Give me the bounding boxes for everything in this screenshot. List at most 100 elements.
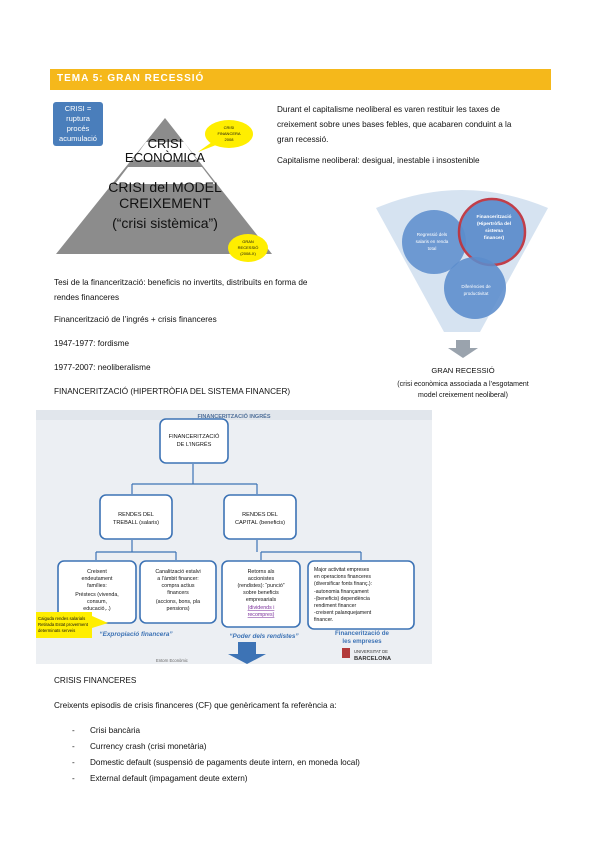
svg-text:Préstecs (vivenda,: Préstecs (vivenda,	[75, 592, 119, 598]
svg-text:determinats serveis: determinats serveis	[38, 628, 75, 633]
svg-text:(dividends i: (dividends i	[248, 605, 275, 611]
intro-paragraph: Durant el capitalisme neoliberal es vare…	[277, 105, 512, 144]
financial-crises-heading: CRISIS FINANCERES	[54, 676, 137, 685]
financial-crisis-bubble	[205, 120, 253, 148]
svg-text:BARCELONA: BARCELONA	[354, 656, 392, 662]
corporate-financialization-label-line2: les empreses	[342, 638, 382, 645]
svg-text:Canalització estalvi: Canalització estalvi	[155, 569, 200, 575]
svg-text:salaris en renda: salaris en renda	[416, 239, 449, 244]
svg-text:-autonomia finançament: -autonomia finançament	[314, 589, 369, 595]
svg-text:CRISI =: CRISI =	[65, 104, 92, 113]
svg-text:recompres): recompres)	[248, 612, 275, 618]
svg-text:financer.: financer.	[314, 617, 333, 623]
svg-text:RENDES DEL: RENDES DEL	[242, 512, 278, 518]
svg-text:productivitat: productivitat	[464, 291, 489, 296]
svg-text:sobre beneficis: sobre beneficis	[243, 590, 279, 596]
section-banner: TEMA 5: GRAN RECESSIÓ	[50, 69, 551, 90]
svg-text:(crisi econòmica associada a l: (crisi econòmica associada a l’esgotamen…	[397, 381, 529, 388]
svg-text:UNIVERSITAT DE: UNIVERSITAT DE	[354, 649, 388, 654]
svg-text:FINANCERA: FINANCERA	[217, 131, 240, 136]
svg-text:acumulació: acumulació	[59, 134, 97, 143]
financial-crises-intro: Creixents episodis de crisis financeres …	[54, 701, 337, 710]
arrow-down-icon	[456, 340, 470, 348]
pyramid-middle-line2: CREIXEMENT	[119, 195, 211, 211]
svg-text:financers: financers	[167, 590, 189, 596]
root-node	[159, 418, 229, 464]
svg-text:Major activitat empreses: Major activitat empreses	[314, 567, 370, 573]
crisis-note-box	[53, 102, 103, 146]
svg-text:en operacions financeres: en operacions financeres	[314, 574, 371, 580]
rentiers-power-label: “Poder dels rendistes”	[229, 633, 299, 640]
svg-text:TREBALL (salaris): TREBALL (salaris)	[113, 520, 159, 526]
svg-text:rendiment financer: rendiment financer	[314, 603, 356, 609]
svg-text:famílies:: famílies:	[87, 583, 107, 589]
svg-text:sistema: sistema	[485, 228, 503, 234]
list-item: -Crisi bancària	[72, 726, 141, 735]
list-item: -Domestic default (suspensió de pagament…	[72, 758, 360, 767]
svg-text:Retirada Estat proveïment: Retirada Estat proveïment	[38, 622, 89, 627]
neoliberal-capitalism-line: Capitalisme neoliberal: desigual, inesta…	[277, 156, 480, 165]
productivity-circle	[444, 257, 506, 319]
result-title: GRAN RECESSIÓ	[431, 366, 494, 375]
svg-text:RENDES DEL: RENDES DEL	[118, 512, 154, 518]
svg-text:-creixent palanquejament: -creixent palanquejament	[314, 610, 372, 616]
svg-text:GRAN: GRAN	[242, 239, 254, 244]
crisis-pyramid-figure: CRISI ECONÒMICA CRISI del MODEL CREIXEME…	[53, 102, 272, 262]
wage-regression-circle	[402, 210, 466, 274]
svg-text:financer): financer)	[484, 235, 505, 241]
svg-text:educació,..): educació,..)	[83, 606, 111, 612]
diagram-footer: Entorn Econòmic	[156, 658, 188, 663]
svg-text:-(beneficis) dependència: -(beneficis) dependència	[314, 596, 370, 602]
svg-text:(rendistes): “punció”: (rendistes): “punció”	[237, 583, 284, 589]
svg-text:consum,: consum,	[87, 599, 107, 605]
pyramid-bottom: (“crisi sistèmica”)	[112, 215, 218, 231]
diagram-header: FINANCERITZACIÓ INGRÉS	[197, 412, 270, 420]
svg-text:procés: procés	[67, 124, 90, 133]
svg-text:Regressió dels: Regressió dels	[417, 232, 448, 237]
list-item: -Currency crash (crisi monetària)	[72, 742, 207, 751]
pyramid-top-line1: CRISI	[148, 136, 183, 151]
capital-income-node	[223, 494, 297, 540]
svg-text:accionistes: accionistes	[248, 576, 275, 582]
corporate-financialization-label-line1: Financerització de	[335, 630, 390, 637]
section-title: TEMA 5: GRAN RECESSIÓ	[57, 73, 205, 84]
svg-text:RECESSIÓ: RECESSIÓ	[238, 245, 259, 250]
great-recession-bubble	[228, 234, 268, 262]
expropriation-label: “Expropiació financera”	[99, 631, 173, 638]
svg-text:FINANCERITZACIÓ: FINANCERITZACIÓ	[169, 433, 220, 440]
pyramid-middle-line1: CRISI del MODEL	[108, 179, 222, 195]
svg-text:a l’àmbit financer:: a l’àmbit financer:	[157, 576, 199, 582]
labor-income-node	[99, 494, 173, 540]
corporate-finance-node	[307, 560, 415, 630]
svg-text:pensions): pensions)	[167, 606, 190, 612]
svg-text:Retorns als: Retorns als	[248, 569, 275, 575]
pyramid-shape	[56, 118, 272, 254]
financialization-diagram: FINANCERITZACIÓ INGRÉS FINANCERITZACIÓ D…	[36, 410, 432, 664]
svg-text:Diferències de: Diferències de	[461, 284, 491, 289]
svg-text:empresarials: empresarials	[246, 597, 277, 603]
svg-text:Financerització: Financerització	[477, 214, 512, 220]
funnel-venn-figure: Regressió dels salaris en renda total Fi…	[376, 190, 548, 399]
financialization-line: Financerització de l’ingrés + crisis fin…	[54, 315, 217, 324]
svg-text:compra actius: compra actius	[162, 583, 195, 589]
svg-text:(Hipertròfia del: (Hipertròfia del	[477, 221, 511, 227]
svg-text:Creixent: Creixent	[87, 569, 107, 575]
svg-text:DE L’INGRÉS: DE L’INGRÉS	[177, 441, 212, 448]
svg-text:(accions, bons, pla: (accions, bons, pla	[156, 599, 200, 605]
svg-text:endeutament: endeutament	[82, 576, 113, 582]
list-item: -External default (impagament deute exte…	[72, 774, 248, 783]
svg-text:CRISI: CRISI	[224, 125, 235, 130]
savings-channel-node	[139, 560, 217, 624]
pyramid-top-line2: ECONÒMICA	[125, 150, 206, 165]
svg-text:ruptura: ruptura	[66, 114, 91, 123]
svg-text:model creixement neoliberal): model creixement neoliberal)	[418, 392, 508, 399]
svg-text:Caiguda rendes salarials: Caiguda rendes salarials	[38, 616, 85, 621]
svg-text:2008: 2008	[225, 137, 235, 142]
wage-decline-note	[36, 612, 92, 638]
svg-text:total: total	[428, 246, 437, 251]
shareholder-returns-node	[221, 560, 301, 628]
down-arrow-icon	[238, 642, 256, 654]
svg-text:(2008-X): (2008-X)	[240, 251, 256, 256]
financialization-heading: FINANCERITZACIÓ (HIPERTRÒFIA DEL SISTEMA…	[54, 387, 291, 396]
